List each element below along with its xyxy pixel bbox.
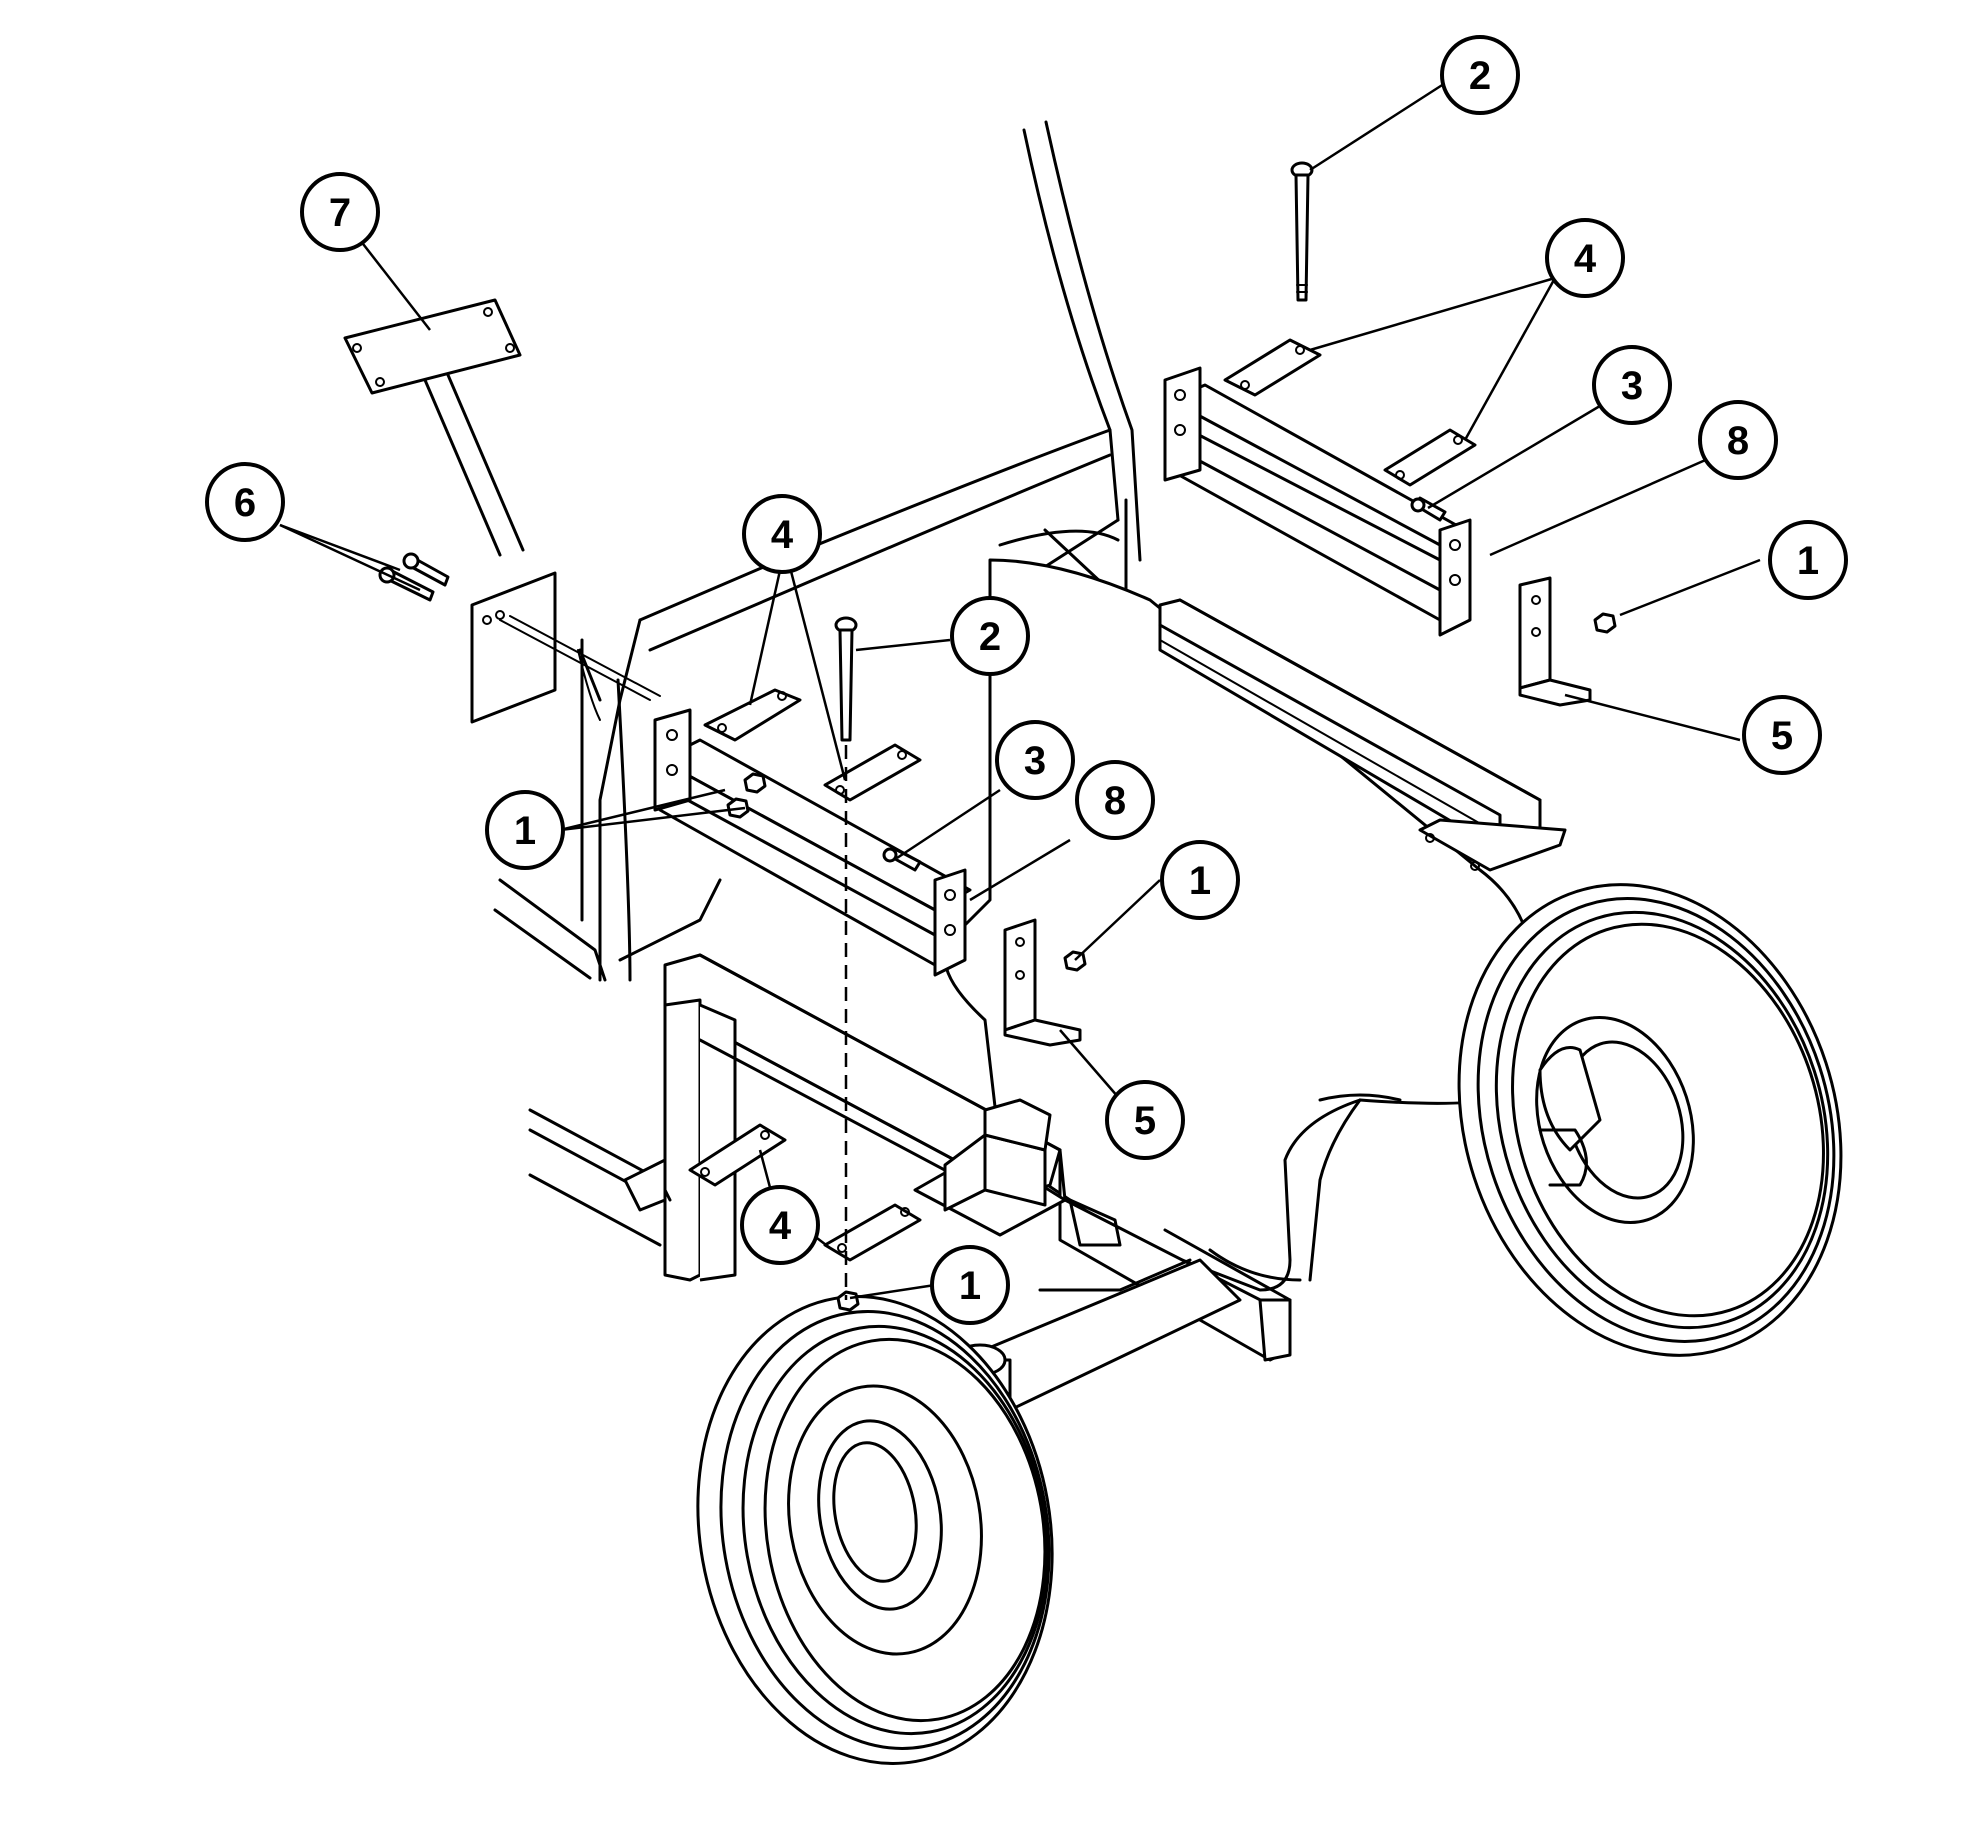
- callout-4-bottom: 4: [740, 1185, 820, 1265]
- bolt-mid: [834, 616, 858, 742]
- plate-top-right-a: [1223, 338, 1322, 397]
- svg-text:8: 8: [1104, 779, 1126, 823]
- plate-bottom-a: [688, 1123, 787, 1187]
- svg-text:8: 8: [1727, 419, 1749, 463]
- svg-text:5: 5: [1134, 1099, 1156, 1143]
- right-side-rail: [1158, 598, 1567, 872]
- angle-bracket-mid: [1003, 918, 1082, 1047]
- svg-text:1: 1: [1797, 539, 1819, 583]
- callout-4-mid: 4: [742, 494, 822, 574]
- svg-text:3: 3: [1621, 364, 1643, 408]
- front-center-pad: [913, 1098, 1067, 1237]
- callout-1-left: 1: [485, 790, 565, 870]
- callout-5-right: 5: [1742, 695, 1822, 775]
- callout-1-center: 1: [1160, 840, 1240, 920]
- callout-1-bottom: 1: [930, 1245, 1010, 1325]
- svg-text:4: 4: [769, 1204, 792, 1248]
- right-weight-rail: [1163, 366, 1472, 637]
- plate-mid-b: [823, 743, 922, 802]
- angle-bracket-right: [1518, 576, 1592, 707]
- callout-6: 6: [205, 462, 285, 542]
- callout-7: 7: [300, 172, 380, 252]
- callout-8-right: 8: [1698, 400, 1778, 480]
- svg-text:1: 1: [514, 809, 536, 853]
- left-front-wheel: [696, 1295, 1054, 1765]
- svg-text:2: 2: [1469, 54, 1491, 98]
- svg-text:1: 1: [959, 1264, 981, 1308]
- right-front-wheel: [1457, 883, 1843, 1357]
- cab-frame: [493, 120, 1142, 982]
- callout-3-mid: 3: [995, 720, 1075, 800]
- bolt-top: [1290, 161, 1314, 302]
- callout-8-mid: 8: [1075, 760, 1155, 840]
- svg-text:1: 1: [1189, 859, 1211, 903]
- svg-text:4: 4: [1574, 237, 1597, 281]
- plate-bottom-b: [823, 1203, 922, 1262]
- callout-2-mid: 2: [950, 596, 1030, 676]
- callout-4-top-right: 4: [1545, 218, 1625, 298]
- left-weight-rail: [653, 708, 972, 977]
- plate-top-right-b: [1383, 428, 1477, 487]
- callout-5-mid: 5: [1105, 1080, 1185, 1160]
- svg-text:2: 2: [979, 615, 1001, 659]
- front-frame: [528, 953, 1292, 1362]
- svg-text:3: 3: [1024, 739, 1046, 783]
- svg-text:7: 7: [329, 191, 351, 235]
- callout-1-right: 1: [1768, 520, 1848, 600]
- callout-3-right: 3: [1592, 345, 1672, 425]
- svg-text:6: 6: [234, 481, 256, 525]
- svg-text:5: 5: [1771, 714, 1793, 758]
- bolt-3-right: [1410, 496, 1447, 522]
- callout-2-top: 2: [1440, 35, 1520, 115]
- svg-text:4: 4: [771, 513, 794, 557]
- bolt-3-mid: [882, 846, 922, 872]
- hanger-plate: [343, 298, 661, 724]
